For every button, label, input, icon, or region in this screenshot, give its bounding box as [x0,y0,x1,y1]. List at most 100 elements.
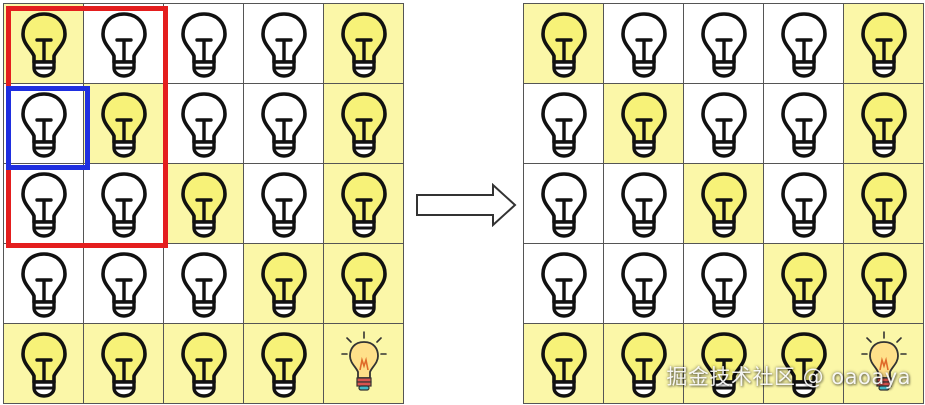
unlit-lightbulb-icon [260,171,307,238]
lit-lightbulb-icon [620,91,667,158]
lit-lightbulb-icon [260,251,307,318]
before-cell-r1-c1 [4,4,84,84]
unlit-lightbulb-icon [780,11,827,78]
unlit-lightbulb-icon [620,11,667,78]
unlit-lightbulb-icon [540,91,587,158]
after-cell-r2-c1 [524,84,604,164]
before-cell-r2-c5 [324,84,404,164]
before-cell-r4-c1 [4,244,84,324]
after-cell-r4-c5 [844,244,924,324]
after-cell-r5-c2 [604,324,684,404]
before-cell-r5-c5 [324,324,404,404]
after-cell-r1-c1 [524,4,604,84]
lit-lightbulb-icon [780,251,827,318]
unlit-lightbulb-icon [100,171,147,238]
unlit-lightbulb-icon [700,251,747,318]
after-grid [523,3,924,404]
unlit-lightbulb-icon [180,91,227,158]
after-cell-r5-c3 [684,324,764,404]
unlit-lightbulb-icon [700,91,747,158]
before-cell-r4-c3 [164,244,244,324]
after-cell-r4-c2 [604,244,684,324]
before-cell-r4-c2 [84,244,164,324]
before-cell-r2-c2 [84,84,164,164]
lit-lightbulb-icon [100,331,147,398]
after-cell-r1-c5 [844,4,924,84]
glowing-lightbulb-icon [340,330,387,391]
lit-lightbulb-icon [340,171,387,238]
before-cell-r3-c2 [84,164,164,244]
lit-lightbulb-icon [540,331,587,398]
unlit-lightbulb-icon [180,251,227,318]
unlit-lightbulb-icon [260,91,307,158]
unlit-lightbulb-icon [20,251,67,318]
before-cell-r5-c2 [84,324,164,404]
before-cell-r1-c3 [164,4,244,84]
lit-lightbulb-icon [540,11,587,78]
before-cell-r3-c5 [324,164,404,244]
after-cell-r1-c4 [764,4,844,84]
after-cell-r3-c3 [684,164,764,244]
lit-lightbulb-icon [860,91,907,158]
lit-lightbulb-icon [860,171,907,238]
before-cell-r4-c5 [324,244,404,324]
before-cell-r5-c4 [244,324,324,404]
before-cell-r5-c3 [164,324,244,404]
before-cell-r3-c1 [4,164,84,244]
unlit-lightbulb-icon [20,171,67,238]
lit-lightbulb-icon [180,171,227,238]
unlit-lightbulb-icon [180,11,227,78]
lit-lightbulb-icon [340,11,387,78]
unlit-lightbulb-icon [540,251,587,318]
after-cell-r4-c4 [764,244,844,324]
unlit-lightbulb-icon [700,11,747,78]
unlit-lightbulb-icon [540,171,587,238]
after-cell-r3-c2 [604,164,684,244]
before-cell-r5-c1 [4,324,84,404]
after-cell-r5-c5 [844,324,924,404]
after-cell-r4-c3 [684,244,764,324]
unlit-lightbulb-icon [20,91,67,158]
unlit-lightbulb-icon [780,171,827,238]
lit-lightbulb-icon [700,171,747,238]
before-cell-r2-c4 [244,84,324,164]
after-cell-r3-c4 [764,164,844,244]
after-cell-r5-c4 [764,324,844,404]
after-cell-r2-c4 [764,84,844,164]
after-cell-r3-c1 [524,164,604,244]
before-cell-r4-c4 [244,244,324,324]
lit-lightbulb-icon [20,11,67,78]
before-cell-r3-c4 [244,164,324,244]
lit-lightbulb-icon [260,331,307,398]
lit-lightbulb-icon [780,331,827,398]
unlit-lightbulb-icon [620,171,667,238]
lit-lightbulb-icon [860,251,907,318]
watermark: 掘金技术社区 @ oaoaya [666,365,911,389]
lit-lightbulb-icon [180,331,227,398]
lit-lightbulb-icon [340,251,387,318]
after-cell-r1-c2 [604,4,684,84]
after-cell-r4-c1 [524,244,604,324]
lit-lightbulb-icon [340,91,387,158]
before-cell-r1-c2 [84,4,164,84]
before-cell-r2-c1 [4,84,84,164]
after-cell-r2-c5 [844,84,924,164]
lit-lightbulb-icon [620,331,667,398]
lit-lightbulb-icon [100,91,147,158]
after-cell-r2-c3 [684,84,764,164]
lit-lightbulb-icon [860,11,907,78]
unlit-lightbulb-icon [100,251,147,318]
unlit-lightbulb-icon [100,11,147,78]
after-cell-r1-c3 [684,4,764,84]
lit-lightbulb-icon [20,331,67,398]
right-arrow-icon [416,183,517,227]
after-cell-r3-c5 [844,164,924,244]
glowing-lightbulb-icon [860,330,907,391]
before-cell-r1-c5 [324,4,404,84]
before-grid [3,3,404,404]
after-cell-r2-c2 [604,84,684,164]
unlit-lightbulb-icon [620,251,667,318]
after-cell-r5-c1 [524,324,604,404]
before-cell-r2-c3 [164,84,244,164]
unlit-lightbulb-icon [260,11,307,78]
